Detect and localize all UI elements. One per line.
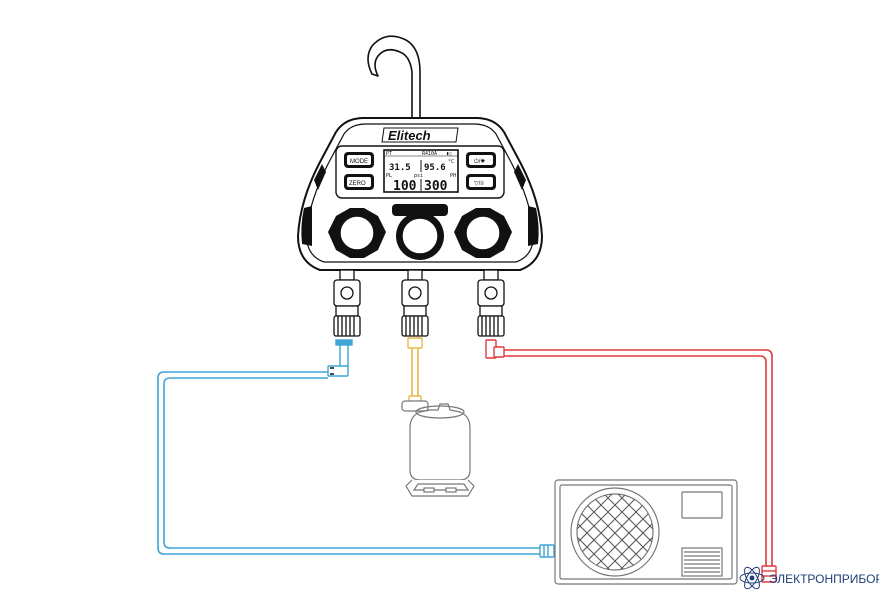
pl-label: PL bbox=[386, 173, 392, 179]
low-pressure-reading: 100 bbox=[393, 179, 417, 194]
watermark-text: ЭЛЕКТРОНПРИБОР bbox=[769, 572, 879, 586]
high-side-fitting bbox=[485, 339, 505, 359]
pressure-unit: psi bbox=[414, 173, 423, 179]
hanging-hook bbox=[367, 35, 421, 121]
low-side-elbow-fitting bbox=[327, 339, 353, 377]
ph-label: PH bbox=[450, 173, 456, 179]
high-pressure-reading: 300 bbox=[424, 179, 448, 194]
low-side-port bbox=[333, 269, 361, 337]
brand-logo: Elitech bbox=[388, 128, 431, 143]
high-side-temperature: 95.6 bbox=[424, 163, 446, 173]
tab-button-label: ▽/≡ bbox=[474, 181, 484, 187]
high-side-port bbox=[477, 269, 505, 337]
low-side-unit-connector bbox=[539, 544, 555, 558]
low-side-temperature: 31.5 bbox=[389, 163, 411, 173]
ac-outdoor-unit-icon bbox=[554, 479, 738, 585]
zero-button[interactable]: ZERO bbox=[344, 174, 374, 190]
screen-refrigerant: R410A bbox=[422, 151, 437, 157]
lcd-screen: PT R410A ▮▯ 31.5 95.6 °C PL psi PH 100 3… bbox=[383, 149, 459, 194]
power-button-label: ⏻/☀ bbox=[474, 158, 485, 165]
power-backlight-button[interactable]: ⏻/☀ bbox=[466, 152, 496, 168]
tab-switch-button[interactable]: ▽/≡ bbox=[466, 174, 496, 190]
screen-mode-label: PT bbox=[386, 151, 392, 157]
manifold-gauge: Elitech MODE ZERO ⏻/☀ ▽/≡ P bbox=[296, 35, 544, 337]
high-side-knob[interactable] bbox=[454, 208, 512, 258]
charging-port bbox=[401, 269, 429, 337]
low-side-knob[interactable] bbox=[328, 208, 386, 258]
low-pressure-hose bbox=[157, 371, 548, 555]
zero-button-label: ZERO bbox=[349, 181, 366, 187]
temperature-unit: °C bbox=[448, 159, 454, 165]
high-side-unit-connector bbox=[761, 565, 777, 583]
center-sight-glass bbox=[392, 204, 448, 260]
mode-button[interactable]: MODE bbox=[344, 152, 374, 168]
watermark: ЭЛЕКТРОНПРИБОР bbox=[739, 566, 879, 590]
refrigerant-cylinder-icon bbox=[401, 400, 475, 497]
atom-logo-icon bbox=[739, 566, 765, 590]
mode-button-label: MODE bbox=[350, 159, 368, 165]
battery-icon: ▮▯ bbox=[446, 151, 452, 157]
charging-hose bbox=[411, 344, 419, 398]
high-pressure-hose bbox=[500, 349, 773, 566]
charging-fitting bbox=[407, 337, 423, 403]
